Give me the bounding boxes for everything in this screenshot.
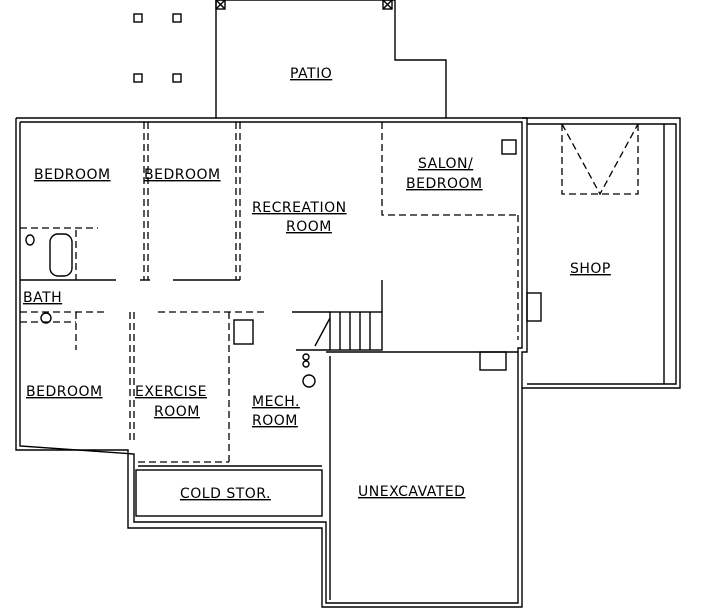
label-shop: SHOP: [570, 261, 611, 277]
label-bedroom-1: BEDROOM: [34, 167, 111, 183]
label-mech-2: ROOM: [252, 413, 298, 429]
label-bedroom-2: BEDROOM: [144, 167, 221, 183]
patio-outline: [215, 0, 447, 118]
exterior-walls: [15, 117, 681, 608]
label-mech-1: MECH.: [252, 394, 300, 410]
interior-walls: [20, 122, 639, 467]
bath-fixtures: [25, 234, 52, 324]
patio-posts: [133, 13, 182, 83]
label-salon-2: BEDROOM: [406, 176, 483, 192]
label-patio: PATIO: [290, 66, 332, 82]
label-salon-1: SALON/: [418, 156, 473, 172]
label-recreation-2: ROOM: [286, 219, 332, 235]
label-bath: BATH: [23, 290, 62, 306]
label-exercise-2: ROOM: [154, 404, 200, 420]
label-recreation-1: RECREATION: [252, 200, 347, 216]
label-unexcavated: UNEXCAVATED: [358, 484, 465, 500]
label-cold-storage: COLD STOR.: [180, 486, 271, 502]
stairs[interactable]: [292, 280, 383, 388]
label-exercise-1: EXERCISE: [135, 384, 207, 400]
label-bedroom-3: BEDROOM: [26, 384, 103, 400]
